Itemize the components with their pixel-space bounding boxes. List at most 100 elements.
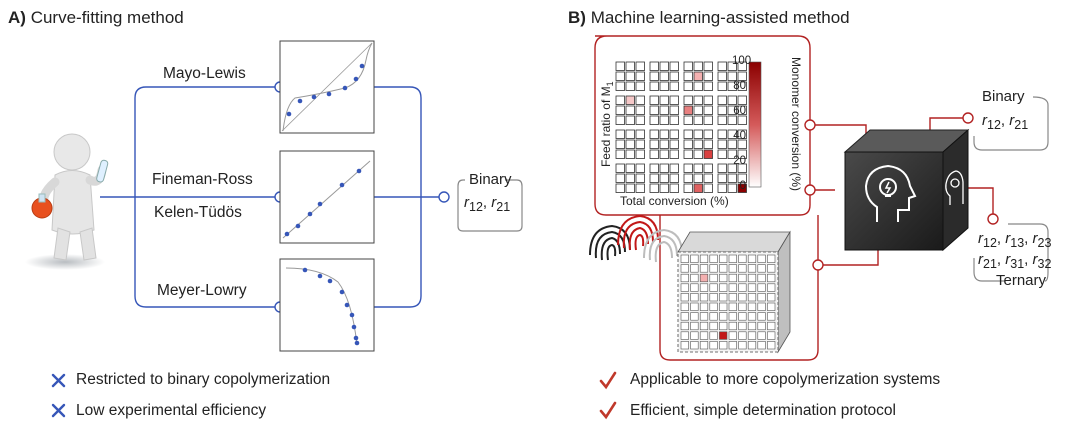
cube-cell bbox=[719, 302, 728, 311]
heatmap-cell bbox=[727, 105, 737, 115]
panel-a-x-marks bbox=[51, 373, 66, 418]
heatmap-cell bbox=[737, 71, 747, 81]
meyer-lowry-plot bbox=[279, 258, 375, 352]
heatmap-cell bbox=[693, 71, 703, 81]
heatmap-cell bbox=[737, 95, 747, 105]
heatmap-cell bbox=[693, 81, 703, 91]
heatmap-cell bbox=[659, 173, 669, 183]
heatmap-cell bbox=[635, 183, 645, 193]
heatmap-cell bbox=[625, 139, 635, 149]
cube-cell bbox=[699, 264, 709, 273]
heatmap-cell bbox=[703, 115, 713, 125]
cube-cell bbox=[690, 331, 699, 340]
colorbar-tick-label: 40 bbox=[733, 130, 746, 142]
cube-cell bbox=[728, 273, 737, 283]
heatmap-cell bbox=[727, 81, 737, 91]
cube-cell bbox=[728, 283, 737, 292]
heatmap-cell bbox=[693, 105, 703, 115]
heatmap-cell bbox=[635, 129, 645, 139]
heatmap-cell bbox=[669, 95, 679, 105]
heatmap-cell bbox=[717, 71, 727, 81]
cube-cell bbox=[738, 254, 747, 263]
heatmap-ylabel: Feed ratio of M1 bbox=[598, 81, 616, 168]
cube-cell bbox=[738, 293, 747, 302]
heatmap-cell bbox=[625, 149, 635, 159]
heatmap-cell bbox=[635, 61, 645, 71]
heatmap-cell bbox=[659, 81, 669, 91]
method-kelen-tudos: Kelen-Tüdös bbox=[154, 204, 242, 221]
cube-cell bbox=[738, 321, 747, 331]
cube-cell bbox=[767, 254, 776, 263]
heatmap-cell bbox=[737, 115, 747, 125]
heatmap-cell bbox=[615, 115, 625, 125]
heatmap-cell bbox=[683, 115, 693, 125]
cube-cell bbox=[757, 341, 766, 350]
heatmap-cell bbox=[683, 183, 693, 193]
heatmap-cell bbox=[635, 105, 645, 115]
heatmap-cell bbox=[737, 163, 747, 173]
cube-cell bbox=[747, 321, 757, 331]
colorbar bbox=[748, 61, 762, 188]
cube-cell bbox=[680, 341, 689, 350]
heatmap-cell bbox=[693, 183, 703, 193]
heatmap-cell bbox=[635, 163, 645, 173]
cube-cell bbox=[709, 254, 718, 263]
panel-a-binary-label: Binary bbox=[469, 171, 512, 188]
heatmap-cell bbox=[683, 173, 693, 183]
cube-cell bbox=[728, 293, 737, 302]
heatmap-cell bbox=[703, 105, 713, 115]
heatmap-cell bbox=[615, 183, 625, 193]
heatmap-cell bbox=[727, 183, 737, 193]
heatmap-cell bbox=[649, 129, 659, 139]
heatmap-cell bbox=[615, 139, 625, 149]
heatmap-cell bbox=[727, 149, 737, 159]
cube-cell bbox=[699, 254, 709, 263]
heatmap-cell bbox=[669, 115, 679, 125]
heatmap-cell bbox=[625, 163, 635, 173]
heatmap-cell bbox=[727, 95, 737, 105]
heatmap-cell bbox=[717, 61, 727, 71]
cube-cell bbox=[767, 321, 776, 331]
cube-cell bbox=[680, 312, 689, 321]
cube-cell bbox=[690, 283, 699, 292]
panel-a-output-bracket bbox=[457, 179, 523, 232]
heatmap-cell bbox=[669, 173, 679, 183]
heatmap-cell bbox=[625, 81, 635, 91]
cube-cell bbox=[719, 273, 728, 283]
heatmap-cell bbox=[649, 95, 659, 105]
heatmap-cell bbox=[703, 61, 713, 71]
heatmap-cell bbox=[683, 149, 693, 159]
heatmap-cell bbox=[649, 183, 659, 193]
panel-b-ternary-line2: r21, r31, r32 bbox=[978, 251, 1052, 271]
heatmap-cell bbox=[625, 71, 635, 81]
cube-cell bbox=[767, 302, 776, 311]
cube-cell bbox=[719, 254, 728, 263]
method-mayo-lewis: Mayo-Lewis bbox=[163, 65, 246, 82]
heatmap-cell bbox=[683, 71, 693, 81]
panel-a-bullet-1: Restricted to binary copolymerization bbox=[76, 371, 331, 388]
cube-cell bbox=[690, 273, 699, 283]
cube-cell bbox=[767, 293, 776, 302]
cube-cell bbox=[747, 302, 757, 311]
heatmap-cell bbox=[737, 139, 747, 149]
heatmap-cell bbox=[737, 149, 747, 159]
heatmap-cell bbox=[659, 163, 669, 173]
cube-cell bbox=[757, 283, 766, 292]
heatmap-cell bbox=[737, 105, 747, 115]
cube-cell bbox=[680, 331, 689, 340]
panel-b-ternary-label: Ternary bbox=[996, 272, 1047, 289]
panel-b-letter: B) bbox=[568, 8, 586, 27]
heatmap-cell bbox=[649, 81, 659, 91]
heatmap-cell bbox=[717, 183, 727, 193]
heatmap-cell bbox=[659, 71, 669, 81]
cube-cell bbox=[680, 321, 689, 331]
heatmap-cell bbox=[669, 61, 679, 71]
cube-cell bbox=[699, 312, 709, 321]
colorbar-label: Monomer conversion (%) bbox=[789, 56, 803, 192]
heatmap-cell bbox=[693, 173, 703, 183]
heatmap-cell bbox=[625, 129, 635, 139]
heatmap-cell bbox=[659, 183, 669, 193]
heatmap-cell bbox=[669, 81, 679, 91]
heatmap-cell bbox=[625, 105, 635, 115]
cube-cell bbox=[738, 264, 747, 273]
